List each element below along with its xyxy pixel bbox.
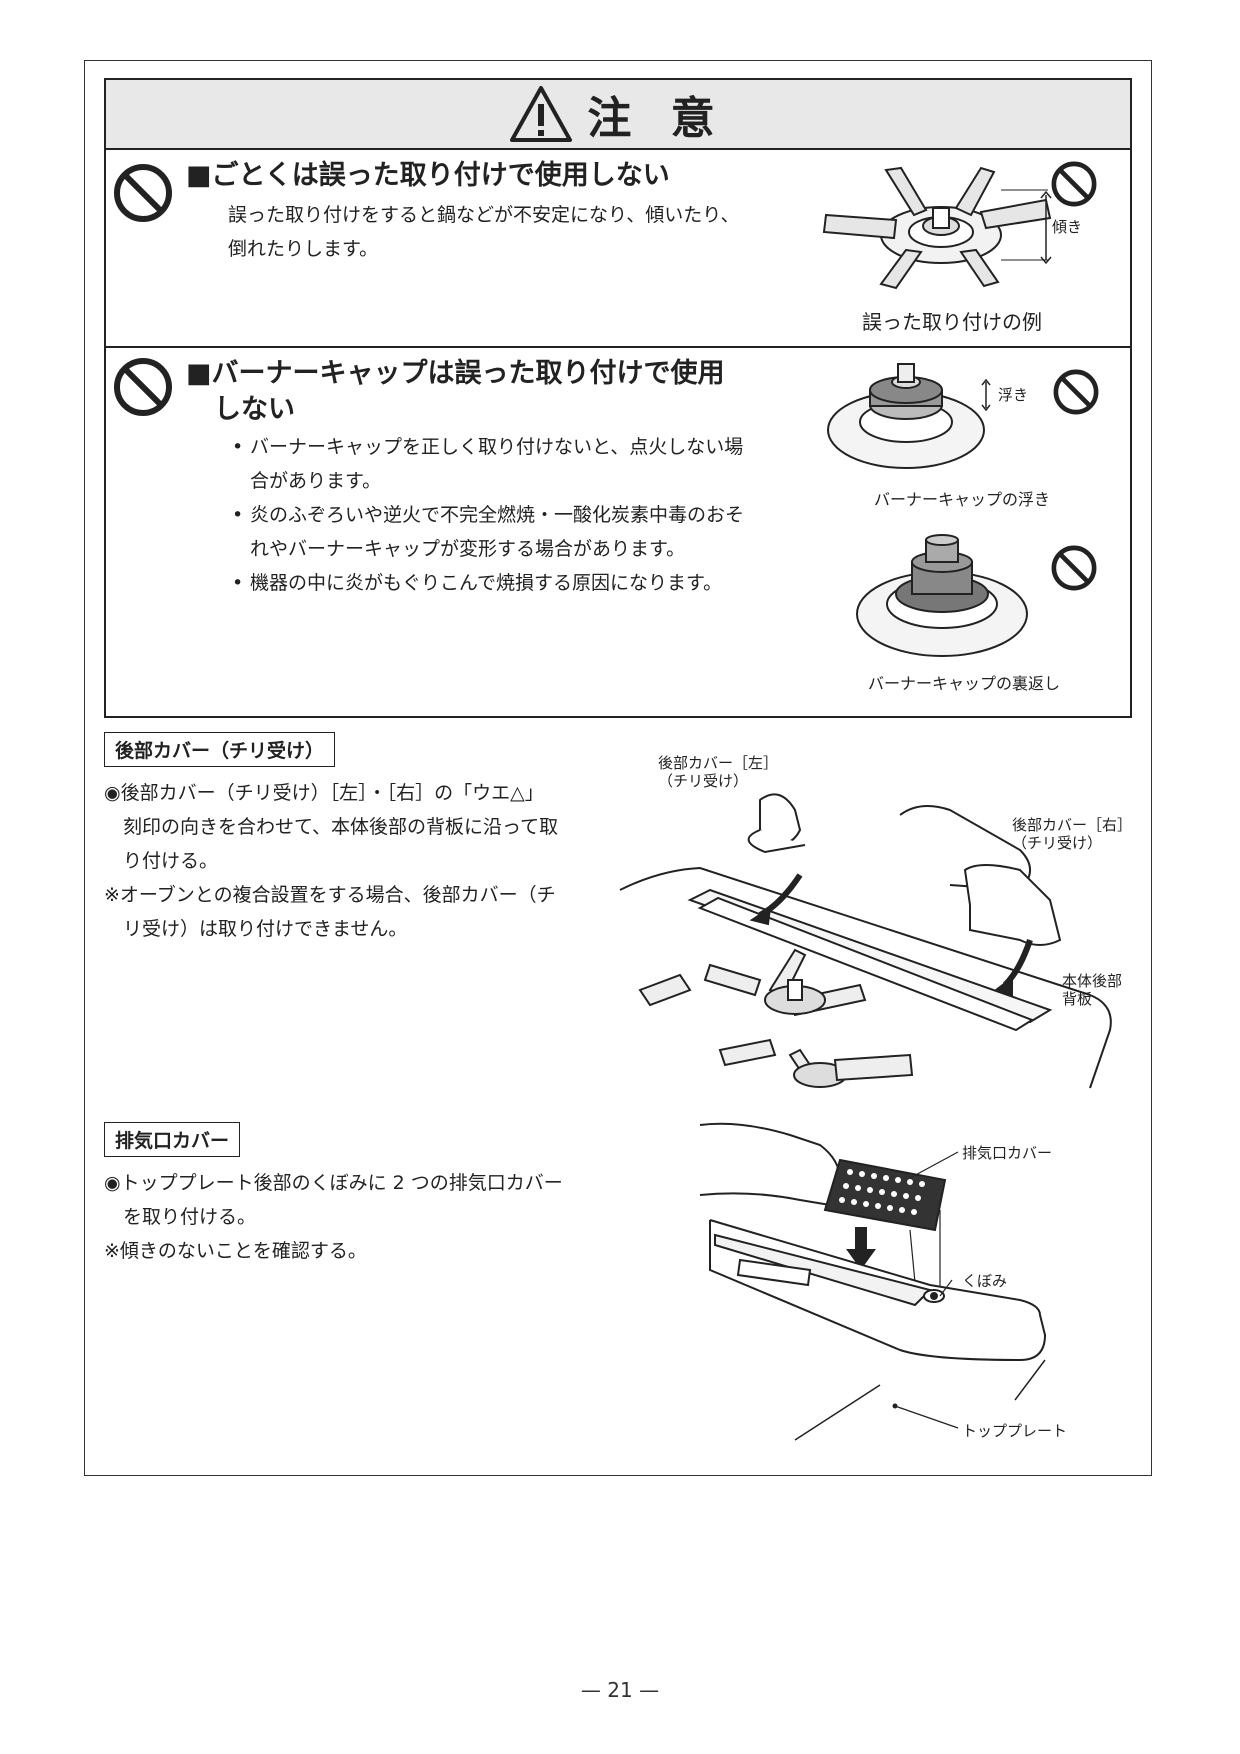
burner-cap-bullets: • バーナーキャップを正しく取り付けないと、点火しない場 合があります。 • 炎… [232, 430, 744, 600]
caution-box: 注 意 [104, 78, 1132, 718]
gotoku-body-line: 倒れたりします。 [228, 238, 379, 260]
exhaust-cover-label: 排気口カバー [962, 1144, 1053, 1162]
warning-triangle-icon [510, 86, 573, 142]
rear-cover-heading: 後部カバー（チリ受け） [104, 732, 336, 767]
burner-cap-flip-caption: バーナーキャップの裏返し [868, 674, 1061, 693]
instruction-line: 刻印の向きを合わせて、本体後部の背板に沿って取 [104, 816, 559, 838]
rear-cover-install-illustration [619, 793, 1112, 1089]
recess-label: くぼみ [962, 1272, 1008, 1290]
tilt-label: 傾き [1052, 218, 1083, 236]
float-label: 浮き [998, 386, 1029, 404]
right-cover-label: 後部カバー［右］ （チリ受け） [1012, 816, 1133, 852]
burner-cap-warning-title: ■バーナーキャップは誤った取り付けで使用 しない [186, 356, 725, 428]
rear-cover-instructions: ◉後部カバー（チリ受け）［左］・［右］の「ウエ△」 刻印の向きを合わせて、本体後… [104, 776, 558, 946]
back-panel-label: 本体後部 背板 [1062, 972, 1123, 1008]
exhaust-cover-heading: 排気口カバー [104, 1122, 241, 1157]
page-number: — 21 — [580, 1678, 660, 1702]
gotoku-warning-title: ■ごとくは誤った取り付けで使用しない [186, 160, 670, 191]
bullet-item: • バーナーキャップを正しく取り付けないと、点火しない場 合があります。 [232, 436, 744, 492]
bullet-item: • 炎のふぞろいや逆火で不完全燃焼・一酸化炭素中毒のおそ れやバーナーキャップが… [232, 504, 745, 560]
bullet-item: • 機器の中に炎がもぐりこんで焼損する原因になります。 [232, 572, 723, 594]
exhaust-cover-install-illustration [699, 1122, 1047, 1441]
burner-cap-flipped-illustration [856, 534, 1028, 657]
instruction-line: ※オーブンとの複合設置をする場合、後部カバー（チ [104, 884, 556, 906]
prohibition-icon [1053, 369, 1099, 415]
exhaust-cover-instructions: ◉トッププレート後部のくぼみに 2 つの排気口カバー を取り付ける。 ※傾きのな… [104, 1166, 563, 1268]
burner-cap-float-caption: バーナーキャップの浮き [874, 490, 1051, 509]
prohibition-icon [114, 164, 172, 222]
top-plate-label: トッププレート [962, 1422, 1068, 1440]
instruction-line: リ受け）は取り付けできません。 [104, 918, 408, 940]
instruction-line: ※傾きのないことを確認する。 [104, 1240, 367, 1262]
instruction-line: り付ける。 [104, 850, 219, 872]
prohibition-icon [1051, 161, 1097, 207]
instruction-line: ◉後部カバー（チリ受け）［左］・［右］の「ウエ△」 [104, 782, 544, 804]
left-cover-label: 後部カバー［左］ （チリ受け） [658, 754, 779, 790]
gotoku-body-line: 誤った取り付けをすると鍋などが不安定になり、傾いたり、 [228, 204, 740, 226]
burner-cap-title-line: しない [214, 394, 295, 425]
prohibition-icon [114, 358, 172, 416]
page-frame [84, 60, 1152, 1476]
burner-cap-float-illustration [827, 363, 991, 469]
gotoku-figure-caption: 誤った取り付けの例 [862, 310, 1042, 334]
caution-header: 注 意 [106, 80, 1130, 150]
caution-divider [106, 346, 1130, 348]
prohibition-icon [1051, 545, 1097, 591]
gotoku-warning-body: 誤った取り付けをすると鍋などが不安定になり、傾いたり、 倒れたりします。 [228, 198, 739, 266]
instruction-line: ◉トッププレート後部のくぼみに 2 つの排気口カバー [104, 1172, 563, 1194]
caution-title: 注 意 [587, 93, 727, 144]
instruction-line: を取り付ける。 [104, 1206, 257, 1228]
gotoku-wrong-install-illustration [822, 166, 1052, 290]
burner-cap-title-line: ■バーナーキャップは誤った取り付けで使用 [186, 358, 725, 389]
